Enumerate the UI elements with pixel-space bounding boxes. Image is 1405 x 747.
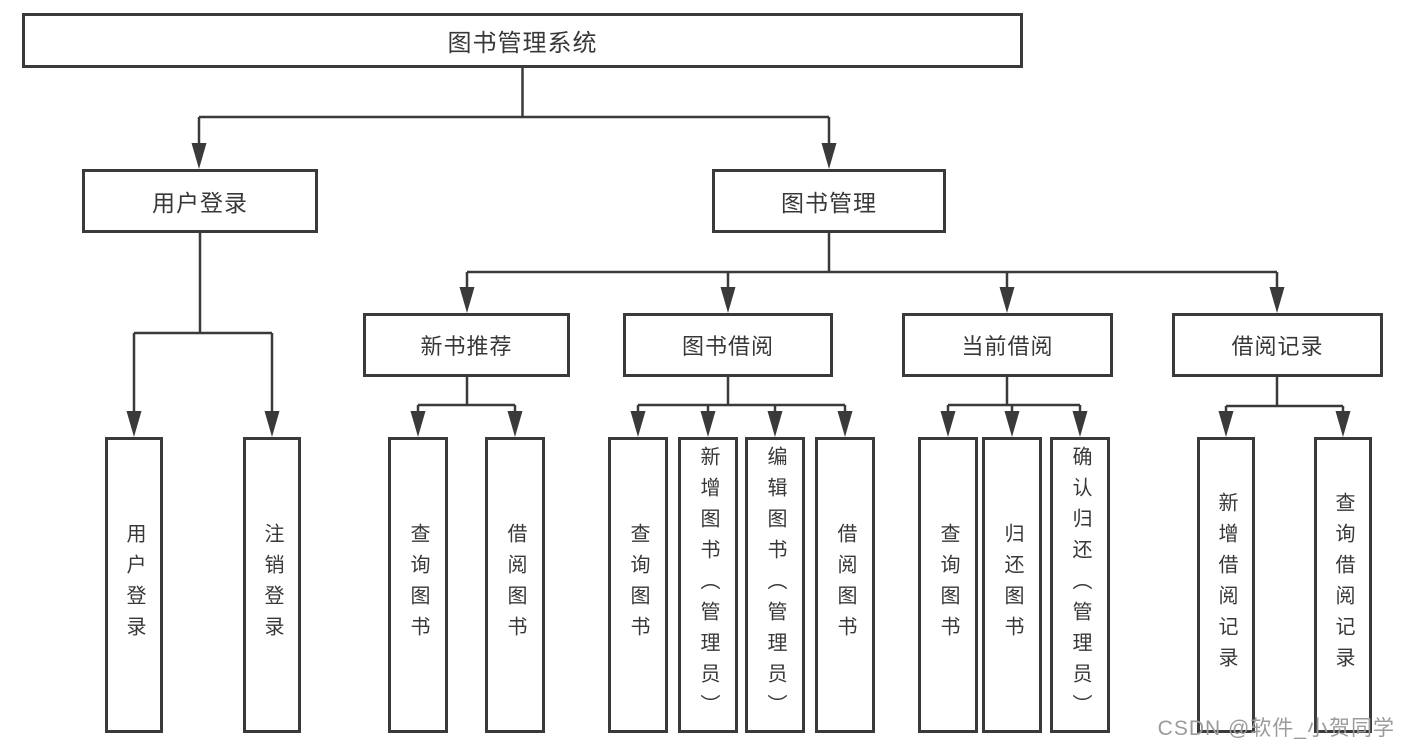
node-borrowing-records: 借阅记录 [1172, 313, 1383, 377]
leaf-confirm-return-admin: 确认归还（管理员） [1050, 437, 1110, 733]
node-label: 借阅图书 [504, 523, 526, 647]
node-book-management: 图书管理 [712, 169, 946, 233]
node-current-borrowing: 当前借阅 [902, 313, 1113, 377]
node-label: 借阅图书 [834, 523, 856, 647]
leaf-query-books-current: 查询图书 [918, 437, 978, 733]
node-label: 新增借阅记录 [1215, 492, 1237, 678]
node-user-login: 用户登录 [82, 169, 318, 233]
leaf-logout: 注销登录 [243, 437, 301, 733]
leaf-query-books-borrowing: 查询图书 [608, 437, 668, 733]
node-label: 图书管理系统 [447, 30, 598, 57]
node-label: 新书推荐 [420, 334, 513, 359]
node-label: 查询图书 [407, 523, 429, 647]
node-label: 确认归还（管理员） [1069, 445, 1091, 725]
node-label: 归还图书 [1001, 523, 1023, 647]
node-label: 用户登录 [123, 523, 145, 647]
node-label: 注销登录 [261, 523, 283, 647]
node-label: 借阅记录 [1231, 334, 1324, 359]
leaf-return-book: 归还图书 [982, 437, 1042, 733]
leaf-borrow-books-borrowing: 借阅图书 [815, 437, 875, 733]
leaf-edit-book-admin: 编辑图书（管理员） [745, 437, 805, 733]
leaf-query-borrow-record: 查询借阅记录 [1314, 437, 1372, 733]
node-label: 图书借阅 [681, 334, 774, 359]
node-label: 用户登录 [152, 190, 248, 216]
node-label: 当前借阅 [961, 334, 1054, 359]
node-book-borrowing: 图书借阅 [623, 313, 833, 377]
node-label: 查询借阅记录 [1332, 492, 1354, 678]
node-label: 图书管理 [781, 190, 877, 216]
leaf-add-book-admin: 新增图书（管理员） [678, 437, 738, 733]
node-new-book-recommendation: 新书推荐 [363, 313, 570, 377]
csdn-watermark: CSDN @软件_小贺同学 [1157, 717, 1395, 740]
leaf-borrow-books-recommend: 借阅图书 [485, 437, 545, 733]
node-label: 编辑图书（管理员） [764, 445, 786, 725]
node-label: 新增图书（管理员） [697, 445, 719, 725]
leaf-user-login: 用户登录 [105, 437, 163, 733]
node-label: 查询图书 [937, 523, 959, 647]
leaf-query-books-recommend: 查询图书 [388, 437, 448, 733]
leaf-add-borrow-record: 新增借阅记录 [1197, 437, 1255, 733]
node-library-management-system: 图书管理系统 [22, 13, 1023, 68]
node-label: 查询图书 [627, 523, 649, 647]
